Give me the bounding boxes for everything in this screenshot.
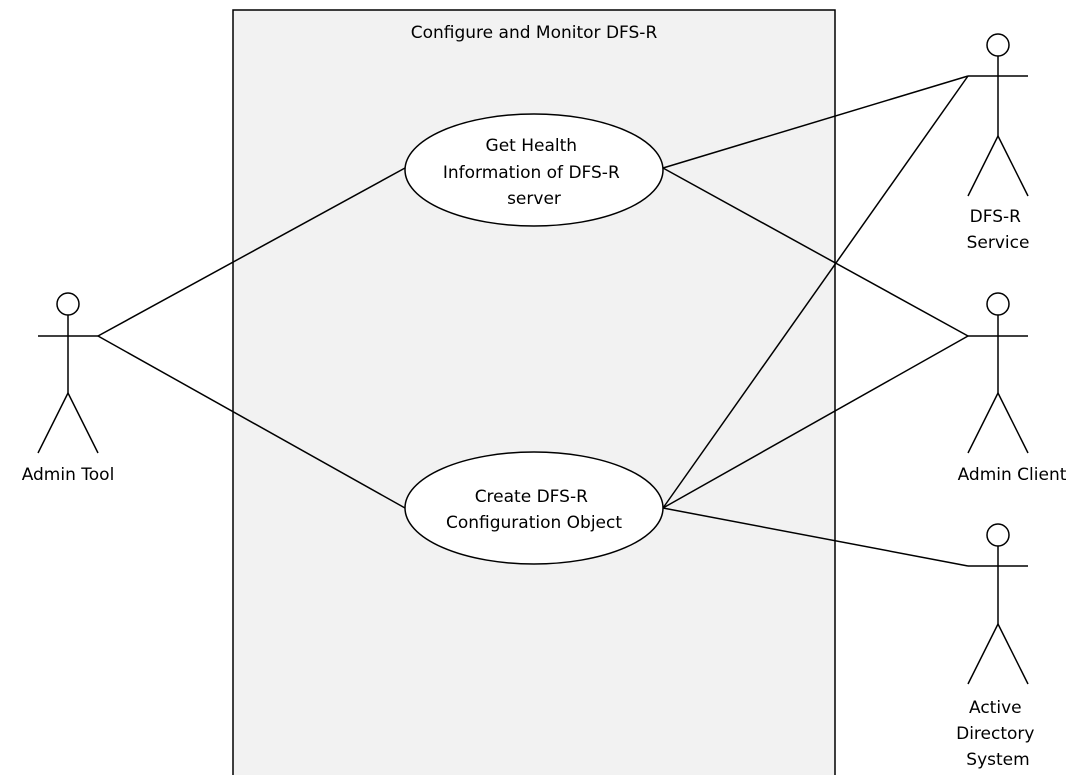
stick-figure-icon <box>967 33 1029 197</box>
association-ad-system-create <box>662 507 969 567</box>
use-case-label-line: Information of DFS-R <box>443 163 620 183</box>
use-case-ellipse <box>404 113 664 227</box>
stick-figure-icon <box>967 292 1029 454</box>
actor-admin-tool: Admin Tool <box>22 292 115 485</box>
use-case-label: Get Health Information of DFS-R server <box>443 136 625 209</box>
association-admin-tool-health <box>97 167 406 337</box>
use-case-label-line: server <box>507 189 561 209</box>
association-admin-tool-create <box>97 335 406 509</box>
actor-label: Active Directory System <box>956 698 1040 770</box>
association-admin-client-create <box>662 335 969 509</box>
association-dfsr-service-create <box>662 75 969 509</box>
actor-label: Admin Tool <box>22 465 115 485</box>
associations <box>97 75 969 567</box>
actor-label-line: Service <box>967 233 1030 253</box>
actor-label-line: Admin Client <box>958 465 1066 485</box>
use-case-label-line: Get Health <box>486 136 578 156</box>
actor-dfsr-service: DFS-R Service <box>967 33 1030 253</box>
actor-admin-client: Admin Client <box>958 292 1066 485</box>
use-case-label: Create DFS-R Configuration Object <box>446 487 622 533</box>
association-dfsr-service-health <box>662 75 969 169</box>
actor-label: Admin Client <box>958 465 1066 485</box>
actor-active-directory-system: Active Directory System <box>956 523 1040 770</box>
actor-label-line: Admin Tool <box>22 465 115 485</box>
use-case-ellipse <box>404 451 664 565</box>
use-case-label-line: Create DFS-R <box>475 487 588 507</box>
association-admin-client-health <box>662 167 969 337</box>
actor-label-line: Active <box>969 698 1022 718</box>
actor-label-line: System <box>966 750 1029 770</box>
use-case-label-line: Configuration Object <box>446 513 622 533</box>
use-case-create-config: Create DFS-R Configuration Object <box>404 451 664 565</box>
actor-label-line: Directory <box>956 724 1034 744</box>
stick-figure-icon <box>967 523 1029 685</box>
stick-figure-icon <box>37 292 99 454</box>
use-case-get-health: Get Health Information of DFS-R server <box>404 113 664 227</box>
actor-label-line: DFS-R <box>970 207 1021 227</box>
system-title: Configure and Monitor DFS-R <box>411 23 658 43</box>
actor-label: DFS-R Service <box>967 207 1030 253</box>
